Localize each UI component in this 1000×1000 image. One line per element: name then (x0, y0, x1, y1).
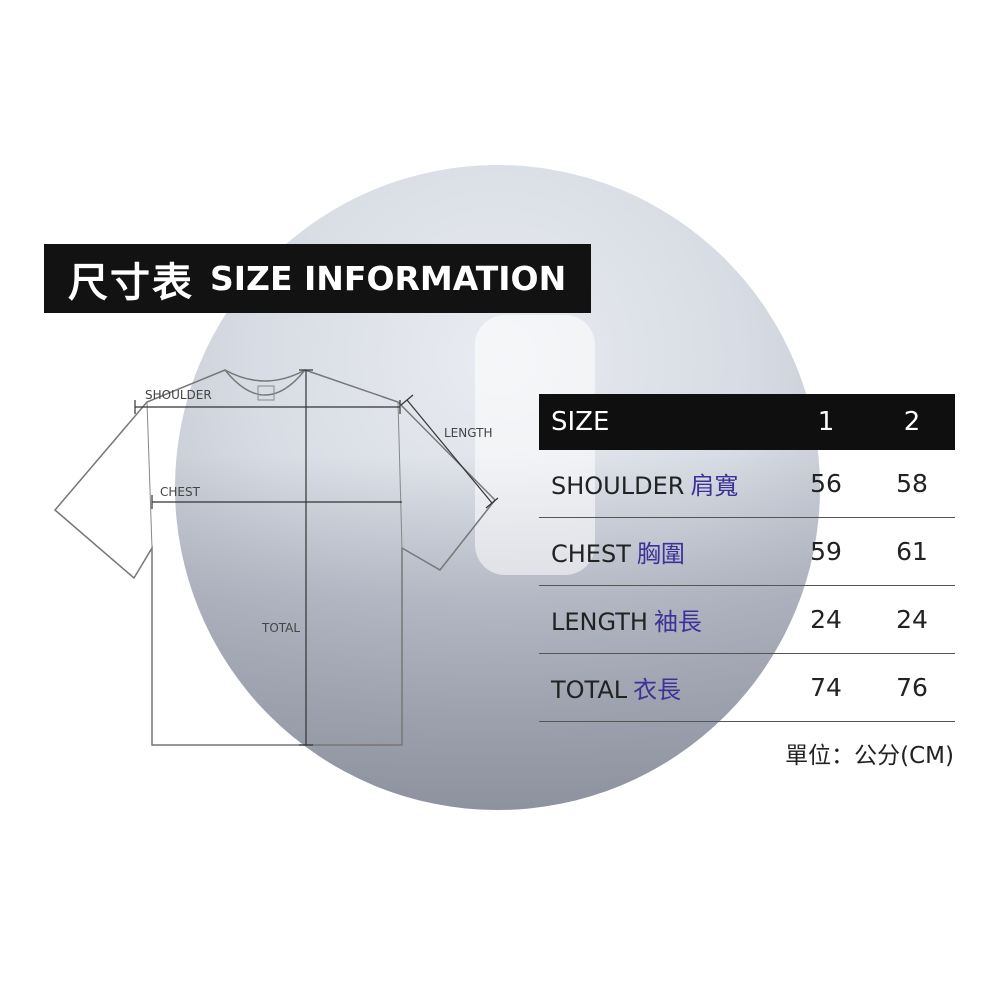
shoulder-label: SHOULDER (145, 388, 212, 402)
length-tick-bottom (485, 497, 499, 509)
row-value-2: 58 (869, 450, 955, 518)
header-size-2: 2 (869, 394, 955, 450)
length-label: LENGTH (444, 426, 492, 440)
tshirt-collar (224, 369, 306, 396)
row-value-1: 56 (783, 450, 869, 518)
row-label-cn: 胸圍 (636, 540, 685, 568)
title-english: SIZE INFORMATION (210, 259, 567, 298)
row-value-1: 59 (783, 517, 869, 586)
row-label-cn: 肩寬 (690, 472, 739, 500)
tshirt-tag (257, 385, 275, 401)
row-value-1: 24 (783, 585, 869, 654)
row-label-cn: 袖長 (653, 608, 702, 636)
unit-note: 單位：公分(CM) (785, 743, 954, 769)
row-label-en: TOTAL (551, 676, 628, 704)
title-bar: 尺寸表 SIZE INFORMATION (44, 244, 591, 313)
row-label-cn: 衣長 (633, 676, 682, 704)
row-label-en: LENGTH (551, 608, 648, 636)
row-value-2: 61 (869, 517, 955, 586)
row-value-1: 74 (783, 653, 869, 722)
chest-label: CHEST (160, 485, 201, 499)
row-value-2: 76 (869, 653, 955, 722)
row-label-en: SHOULDER (551, 472, 685, 500)
length-tick-top (400, 394, 414, 406)
header-size-1: 1 (783, 394, 869, 450)
table-header-row: SIZE 1 2 (539, 394, 955, 450)
row-label-en: CHEST (551, 540, 631, 568)
title-chinese: 尺寸表 (68, 259, 194, 306)
length-measure-line (406, 399, 493, 504)
total-label: TOTAL (261, 621, 300, 635)
header-size: SIZE (539, 394, 783, 450)
right-sleeve-seam (397, 401, 403, 549)
left-sleeve-seam (146, 401, 153, 549)
row-value-2: 24 (869, 585, 955, 654)
